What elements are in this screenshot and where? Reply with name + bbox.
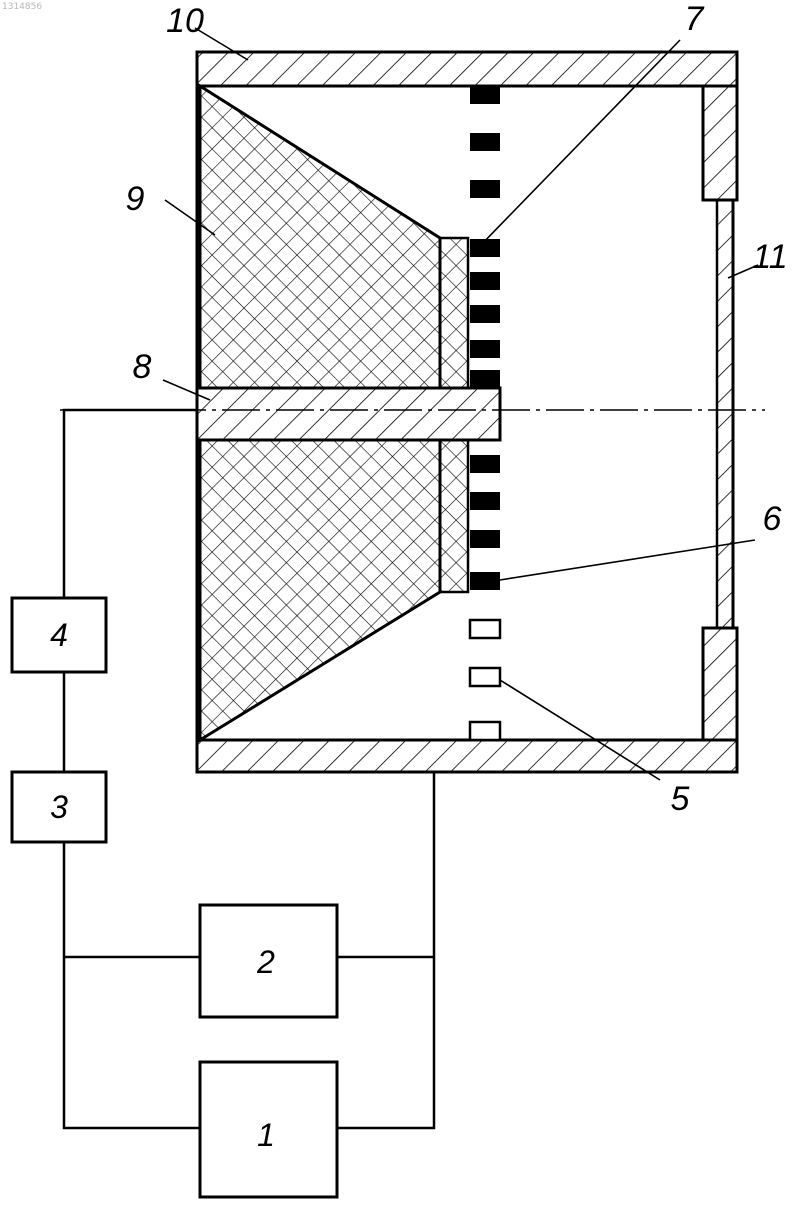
- electrode-filled: [470, 133, 500, 151]
- electrode-filled: [470, 305, 500, 323]
- block-3-label: 3: [50, 789, 68, 825]
- label-8: 8: [133, 348, 152, 386]
- housing-bottom-wall: [197, 740, 737, 772]
- block-1: 1: [200, 1062, 337, 1197]
- document-id: 1314856: [2, 2, 42, 12]
- label-7: 7: [685, 0, 705, 38]
- label-5: 5: [671, 780, 690, 818]
- housing-right-wall-lower: [703, 628, 737, 740]
- insulator-upper-neck: [440, 238, 468, 388]
- insulator-upper: [200, 86, 440, 388]
- electrode-filled: [470, 86, 500, 104]
- electrode-filled: [470, 572, 500, 590]
- block-2-label: 2: [256, 944, 275, 980]
- electrode-filled: [470, 370, 500, 388]
- block-3: 3: [12, 772, 106, 842]
- electrode-filled: [470, 272, 500, 290]
- block-4: 4: [12, 598, 106, 672]
- housing-top-wall: [197, 52, 737, 86]
- electrode-filled: [470, 530, 500, 548]
- block-2: 2: [200, 905, 337, 1017]
- wire-3-to-1: [64, 842, 200, 1128]
- central-rod: [197, 388, 500, 440]
- block-4-label: 4: [50, 617, 68, 653]
- label-9: 9: [126, 180, 145, 218]
- label-10: 10: [166, 2, 204, 40]
- window-element: [717, 200, 733, 628]
- electrode-hollow: [470, 722, 500, 740]
- electrode-filled: [470, 340, 500, 358]
- block-1-label: 1: [257, 1117, 275, 1153]
- insulator-lower-neck: [440, 440, 468, 592]
- electrode-filled: [470, 180, 500, 198]
- electrode-filled: [470, 455, 500, 473]
- electrode-hollow: [470, 668, 500, 686]
- electrode-filled: [470, 492, 500, 510]
- wire-rod-to-4: [64, 410, 197, 598]
- housing-right-wall-upper: [703, 86, 737, 200]
- window-plate: [717, 200, 733, 628]
- label-6: 6: [763, 500, 782, 538]
- wire-1-to-housing: [337, 772, 434, 1128]
- label-11: 11: [752, 238, 787, 276]
- electrode-hollow: [470, 620, 500, 638]
- insulator-lower: [200, 440, 440, 740]
